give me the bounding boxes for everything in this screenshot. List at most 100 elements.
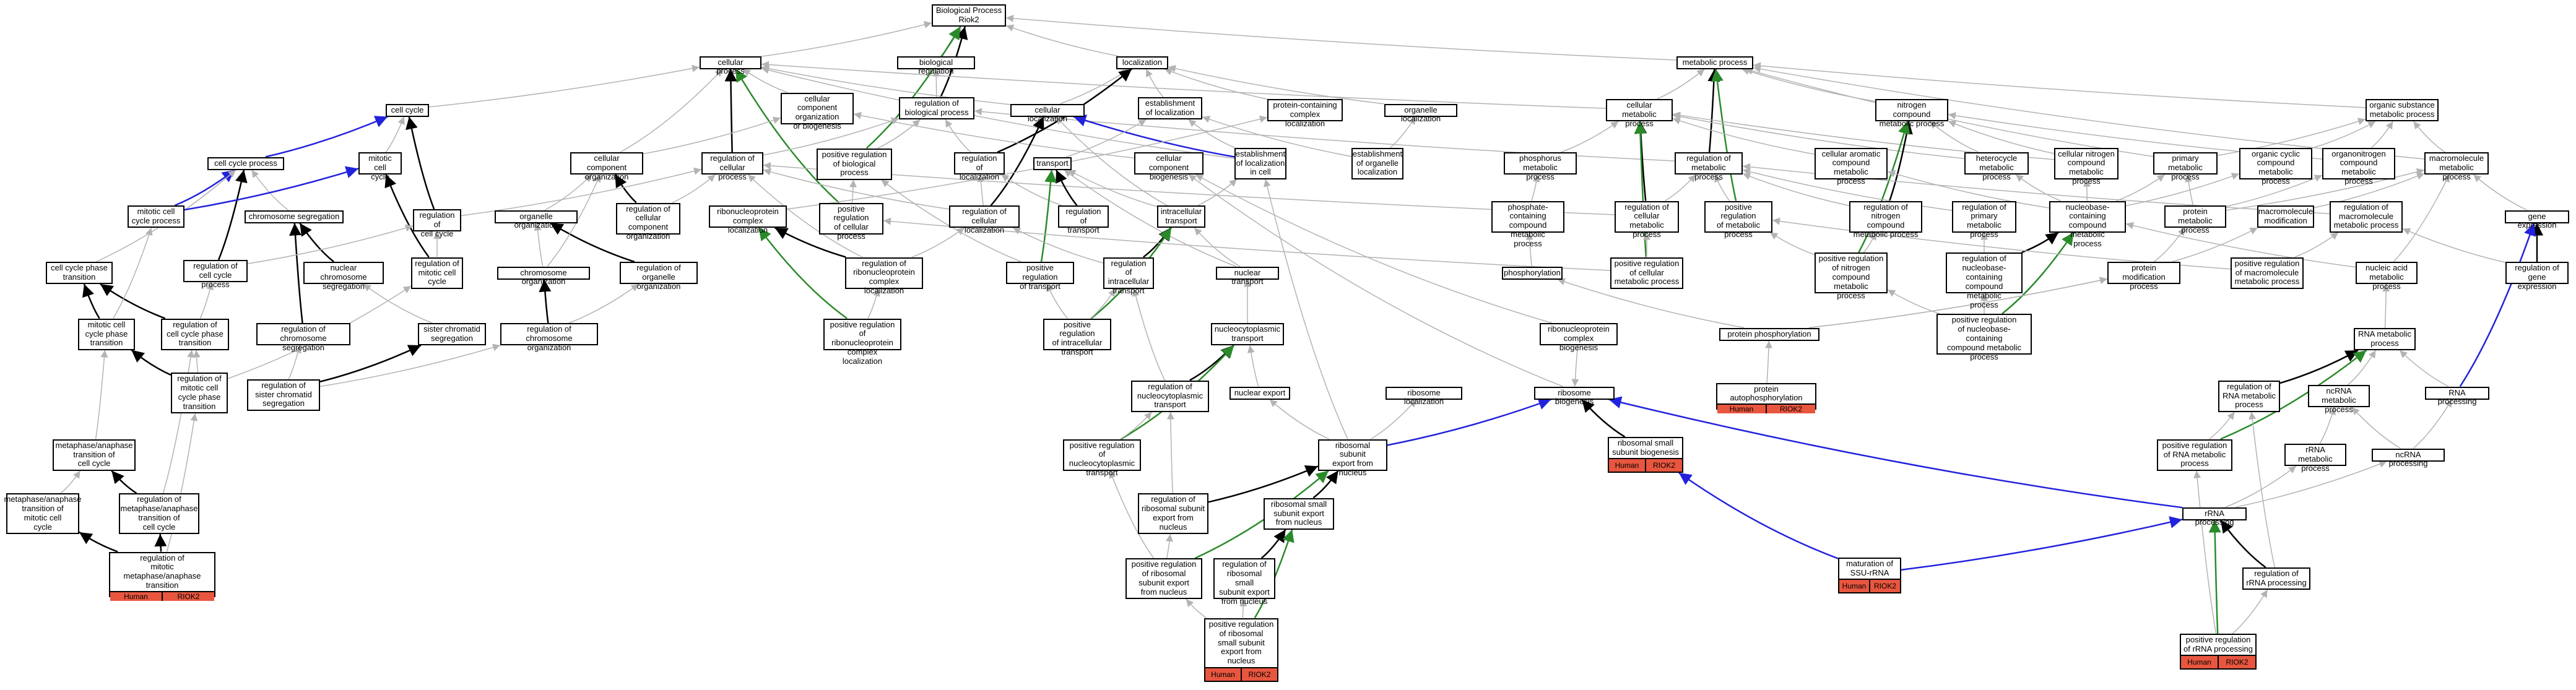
- go-term-regulation-of-cellular-process[interactable]: regulation of cellular process: [701, 152, 763, 181]
- go-term-regulation-of-mitotic-cell-cycle[interactable]: regulation of mitotic cell cycle: [411, 257, 463, 289]
- go-term-positive-regulation-of-macromolecule-metabolic-process[interactable]: positive regulation of macromolecule met…: [2231, 257, 2304, 289]
- go-term-regulation-of-primary-metabolic-process[interactable]: regulation of primary metabolic process: [1952, 201, 2016, 239]
- go-term-metabolic-process[interactable]: metabolic process: [1676, 56, 1753, 69]
- go-term-mitotic-cell-cycle[interactable]: mitotic cell cycle: [358, 152, 402, 181]
- go-term-sister-chromatid-segregation[interactable]: sister chromatid segregation: [418, 323, 486, 345]
- go-term-localization[interactable]: localization: [1116, 56, 1168, 69]
- go-term-regulation-of-metaphase-anaphase-transition-of-cell-cycle[interactable]: regulation of metaphase/anaphase transit…: [119, 493, 199, 534]
- go-term-regulation-of-rna-metabolic-process[interactable]: regulation of RNA metabolic process: [2218, 380, 2280, 412]
- go-term-establishment-of-localization[interactable]: establishment of localization: [1138, 97, 1202, 119]
- go-term-rrna-processing[interactable]: rRNA processing: [2182, 507, 2247, 527]
- go-term-primary-metabolic-process[interactable]: primary metabolic process: [2153, 152, 2218, 181]
- go-term-nitrogen-compound-metabolic-process[interactable]: nitrogen compound metabolic process: [1875, 99, 1948, 128]
- go-term-biological-regulation[interactable]: biological regulation: [897, 56, 975, 75]
- go-term-regulation-of-organelle-organization[interactable]: regulation of organelle organization: [620, 262, 698, 291]
- go-term-rna-processing[interactable]: RNA processing: [2425, 386, 2489, 406]
- go-term-intracellular-transport[interactable]: intracellular transport: [1157, 205, 1205, 228]
- go-term-protein-modification-process[interactable]: protein modification process: [2107, 262, 2180, 291]
- go-term-cell-cycle-phase-transition[interactable]: cell cycle phase transition: [46, 262, 113, 284]
- go-term-chromosome-organization[interactable]: chromosome organization: [497, 266, 590, 286]
- go-term-cellular-localization[interactable]: cellular localization: [1010, 103, 1085, 123]
- go-term-regulation-of-cell-cycle-phase-transition[interactable]: regulation of cell cycle phase transitio…: [161, 318, 229, 350]
- go-term-metaphase-anaphase-transition-of-mitotic-cell-cycle[interactable]: metaphase/anaphase transition of mitotic…: [4, 493, 82, 534]
- go-term-establishment-of-localization-in-cell[interactable]: establishment of localization in cell: [1234, 147, 1286, 179]
- go-term-regulation-of-mitotic-metaphase-anaphase-transition[interactable]: regulation of mitotic metaphase/anaphase…: [109, 551, 215, 602]
- go-term-regulation-of-cellular-metabolic-process[interactable]: regulation of cellular metabolic process: [1615, 201, 1679, 239]
- go-term-protein-phosphorylation[interactable]: protein phosphorylation: [1719, 327, 1819, 341]
- go-term-organic-substance-metabolic-process[interactable]: organic substance metabolic process: [2366, 99, 2439, 121]
- go-term-regulation-of-biological-process[interactable]: regulation of biological process: [899, 97, 974, 119]
- go-term-positive-regulation-of-transport[interactable]: positive regulation of transport: [1006, 262, 1074, 291]
- go-term-cell-cycle-process[interactable]: cell cycle process: [207, 157, 284, 170]
- go-term-cellular-nitrogen-compound-metabolic-process[interactable]: cellular nitrogen compound metabolic pro…: [2054, 147, 2118, 186]
- go-term-positive-regulation-of-ribonucleoprotein-complex-localization[interactable]: positive regulation of ribonucleoprotein…: [823, 318, 901, 366]
- go-term-regulation-of-cell-cycle[interactable]: regulation of cell cycle: [413, 209, 461, 238]
- go-term-phosphorus-metabolic-process[interactable]: phosphorus metabolic process: [1504, 152, 1577, 181]
- go-term-organelle-localization[interactable]: organelle localization: [1384, 103, 1457, 123]
- go-term-nucleocytoplasmic-transport[interactable]: nucleocytoplasmic transport: [1211, 323, 1284, 345]
- go-term-heterocycle-metabolic-process[interactable]: heterocycle metabolic process: [1964, 152, 2029, 181]
- go-term-positive-regulation-of-nucleobase-containing-compound-metabolic-process[interactable]: positive regulation of nucleobase-contai…: [1936, 314, 2032, 361]
- go-term-regulation-of-nucleocytoplasmic-transport[interactable]: regulation of nucleocytoplasmic transpor…: [1131, 380, 1209, 412]
- go-term-biological-process-riok2[interactable]: Biological Process Riok2: [932, 4, 1006, 27]
- go-term-regulation-of-nitrogen-compound-metabolic-process[interactable]: regulation of nitrogen compound metaboli…: [1849, 201, 1922, 239]
- go-term-ribosome-biogenesis[interactable]: ribosome biogenesis: [1534, 386, 1615, 406]
- go-term-regulation-of-sister-chromatid-segregation[interactable]: regulation of sister chromatid segregati…: [247, 379, 320, 411]
- go-term-ncrna-processing[interactable]: ncRNA processing: [2372, 448, 2445, 468]
- go-term-nuclear-export[interactable]: nuclear export: [1229, 386, 1290, 400]
- go-term-cellular-metabolic-process[interactable]: cellular metabolic process: [1606, 99, 1673, 128]
- go-term-cellular-component-organization-or-biogenesis[interactable]: cellular component organization or bioge…: [781, 92, 854, 131]
- go-term-regulation-of-cellular-component-organization[interactable]: regulation of cellular component organiz…: [616, 202, 680, 241]
- go-term-ribonucleoprotein-complex-biogenesis[interactable]: ribonucleoprotein complex biogenesis: [1540, 323, 1618, 352]
- go-term-regulation-of-mitotic-cell-cycle-phase-transition[interactable]: regulation of mitotic cell cycle phase t…: [171, 373, 228, 413]
- go-term-organic-cyclic-compound-metabolic-process[interactable]: organic cyclic compound metabolic proces…: [2239, 147, 2312, 186]
- go-term-positive-regulation-of-cellular-metabolic-process[interactable]: positive regulation of cellular metaboli…: [1610, 257, 1683, 289]
- go-term-ribosomal-subunit-export-from-nucleus[interactable]: ribosomal subunit export from nucleus: [1318, 439, 1387, 477]
- go-term-rna-metabolic-process[interactable]: RNA metabolic process: [2354, 328, 2416, 350]
- go-term-nuclear-transport[interactable]: nuclear transport: [1216, 266, 1279, 286]
- go-term-positive-regulation-of-ribosomal-small-subunit-export-from-nucleus[interactable]: positive regulation of ribosomal small s…: [1204, 618, 1278, 682]
- go-term-mitotic-cell-cycle-phase-transition[interactable]: mitotic cell cycle phase transition: [78, 318, 135, 350]
- go-term-regulation-of-ribosomal-small-subunit-export-from-nucleus[interactable]: regulation of ribosomal small subunit ex…: [1213, 558, 1275, 606]
- go-term-positive-regulation-of-ribosomal-subunit-export-from-nucleus[interactable]: positive regulation of ribosomal subunit…: [1125, 558, 1202, 599]
- go-term-regulation-of-macromolecule-metabolic-process[interactable]: regulation of macromolecule metabolic pr…: [2330, 201, 2403, 233]
- go-term-regulation-of-gene-expression[interactable]: regulation of gene expression: [2505, 262, 2569, 291]
- go-term-transport[interactable]: transport: [1033, 157, 1072, 170]
- go-term-cellular-aromatic-compound-metabolic-process[interactable]: cellular aromatic compound metabolic pro…: [1815, 147, 1888, 186]
- go-term-phosphorylation[interactable]: phosphorylation: [1502, 266, 1563, 280]
- go-term-nucleic-acid-metabolic-process[interactable]: nucleic acid metabolic process: [2356, 262, 2418, 291]
- go-term-regulation-of-ribosomal-subunit-export-from-nucleus[interactable]: regulation of ribosomal subunit export f…: [1138, 493, 1208, 534]
- go-term-organonitrogen-compound-metabolic-process[interactable]: organonitrogen compound metabolic proces…: [2322, 147, 2395, 186]
- go-term-ncrna-metabolic-process[interactable]: ncRNA metabolic process: [2308, 385, 2370, 414]
- go-term-cell-cycle[interactable]: cell cycle: [386, 103, 429, 117]
- go-term-macromolecule-modification[interactable]: macromolecule modification: [2257, 205, 2314, 228]
- go-term-macromolecule-metabolic-process[interactable]: macromolecule metabolic process: [2424, 152, 2489, 181]
- go-term-protein-metabolic-process[interactable]: protein metabolic process: [2164, 205, 2226, 235]
- go-term-positive-regulation-of-metabolic-process[interactable]: positive regulation of metabolic process: [1704, 201, 1772, 239]
- go-term-ribosomal-small-subunit-export-from-nucleus[interactable]: ribosomal small subunit export from nucl…: [1264, 498, 1334, 530]
- go-term-positive-regulation-of-rna-metabolic-process[interactable]: positive regulation of RNA metabolic pro…: [2157, 439, 2232, 471]
- go-term-nucleobase-containing-compound-metabolic-process[interactable]: nucleobase-containing compound metabolic…: [2049, 201, 2126, 248]
- go-term-positive-regulation-of-nitrogen-compound-metabolic-process[interactable]: positive regulation of nitrogen compound…: [1815, 252, 1888, 300]
- go-term-gene-expression[interactable]: gene expression: [2505, 210, 2569, 230]
- go-term-positive-regulation-of-nucleocytoplasmic-transport[interactable]: positive regulation of nucleocytoplasmic…: [1063, 439, 1141, 477]
- go-term-cellular-component-biogenesis[interactable]: cellular component biogenesis: [1134, 152, 1203, 181]
- go-term-nuclear-chromosome-segregation[interactable]: nuclear chromosome segregation: [303, 262, 384, 291]
- go-term-regulation-of-localization[interactable]: regulation of localization: [954, 152, 1005, 181]
- go-term-organelle-organization[interactable]: organelle organization: [495, 210, 578, 230]
- go-term-regulation-of-cellular-localization[interactable]: regulation of cellular localization: [949, 205, 1020, 235]
- go-term-positive-regulation-of-biological-process[interactable]: positive regulation of biological proces…: [817, 148, 892, 180]
- go-term-positive-regulation-of-intracellular-transport[interactable]: positive regulation of intracellular tra…: [1043, 318, 1111, 356]
- go-term-protein-containing-complex-localization[interactable]: protein-containing complex localization: [1267, 99, 1343, 128]
- go-term-establishment-of-organelle-localization[interactable]: establishment of organelle localization: [1351, 147, 1403, 179]
- go-term-regulation-of-intracellular-transport[interactable]: regulation of intracellular transport: [1103, 257, 1154, 295]
- go-term-regulation-of-chromosome-organization[interactable]: regulation of chromosome organization: [500, 323, 598, 352]
- go-term-regulation-of-chromosome-segregation[interactable]: regulation of chromosome segregation: [256, 323, 350, 352]
- go-term-positive-regulation-of-cellular-process[interactable]: positive regulation of cellular process: [819, 202, 883, 241]
- go-term-regulation-of-nucleobase-containing-compound-metabolic-process[interactable]: regulation of nucleobase-containing comp…: [1946, 252, 2023, 309]
- go-term-regulation-of-metabolic-process[interactable]: regulation of metabolic process: [1675, 152, 1743, 181]
